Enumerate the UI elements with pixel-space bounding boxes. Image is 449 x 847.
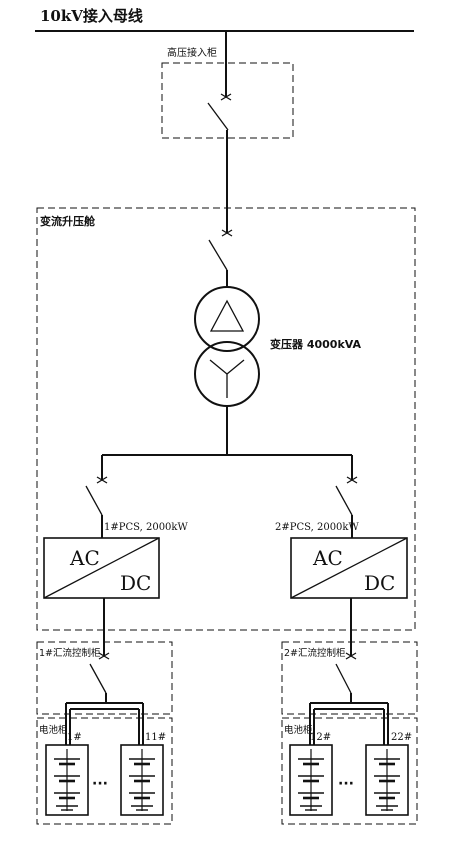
bus-label: 10kV接入母线 — [40, 7, 143, 25]
battery-cabinet1-last-label: 11# — [145, 732, 166, 743]
converter-cabin-box — [36, 207, 416, 631]
battery-cabinet1-label: 电池柜 — [39, 724, 68, 736]
pcs2-switch — [335, 476, 358, 516]
battery-cabinet2-first-label: 12# — [310, 732, 331, 743]
battery-rack-12 — [289, 744, 333, 816]
combiner2-switch — [335, 652, 357, 694]
combiner1-label: 1#汇流控制柜 — [39, 647, 101, 659]
battery-cabinet2-label: 电池柜 — [284, 724, 313, 736]
pcs2-ac-label: AC — [312, 546, 343, 570]
battery-rack-1 — [45, 744, 89, 816]
battery-rack-11 — [120, 744, 164, 816]
hv-disconnect-switch — [207, 93, 232, 131]
pcs1-converter[interactable]: AC DC — [43, 537, 160, 599]
transformer-label: 变压器 4000kVA — [270, 337, 362, 351]
combiner2-box — [281, 641, 418, 715]
converter-cabin-label: 变流升压舱 — [40, 214, 96, 228]
pcs1-switch — [85, 476, 108, 516]
pcs1-label: 1#PCS, 2000kW — [104, 522, 188, 533]
battery-rack-22 — [365, 744, 409, 816]
pcs1-ac-label: AC — [69, 546, 100, 570]
pcs2-label: 2#PCS, 2000kW — [275, 522, 359, 533]
combiner1-switch — [89, 652, 110, 694]
pcs1-dc-label: DC — [120, 571, 151, 595]
battery-cabinet2-last-label: 22# — [391, 732, 412, 743]
pcs2-dc-label: DC — [364, 571, 395, 595]
battery-cabinet1-box — [36, 717, 173, 825]
hv-cabinet-box — [161, 62, 294, 139]
combiner2-label: 2#汇流控制柜 — [284, 647, 346, 659]
battery-cabinet1-ellipsis: ··· — [92, 776, 108, 792]
combiner1-box — [36, 641, 173, 715]
battery-cabinet1-first-label: 1# — [67, 732, 82, 743]
battery-cabinet2-box — [281, 717, 418, 825]
cabin-input-switch — [208, 229, 233, 271]
pcs2-converter[interactable]: AC DC — [290, 537, 408, 599]
hv-cabinet-label: 高压接入柜 — [167, 46, 217, 59]
transformer-symbol — [194, 286, 260, 407]
battery-cabinet2-ellipsis: ··· — [338, 776, 354, 792]
